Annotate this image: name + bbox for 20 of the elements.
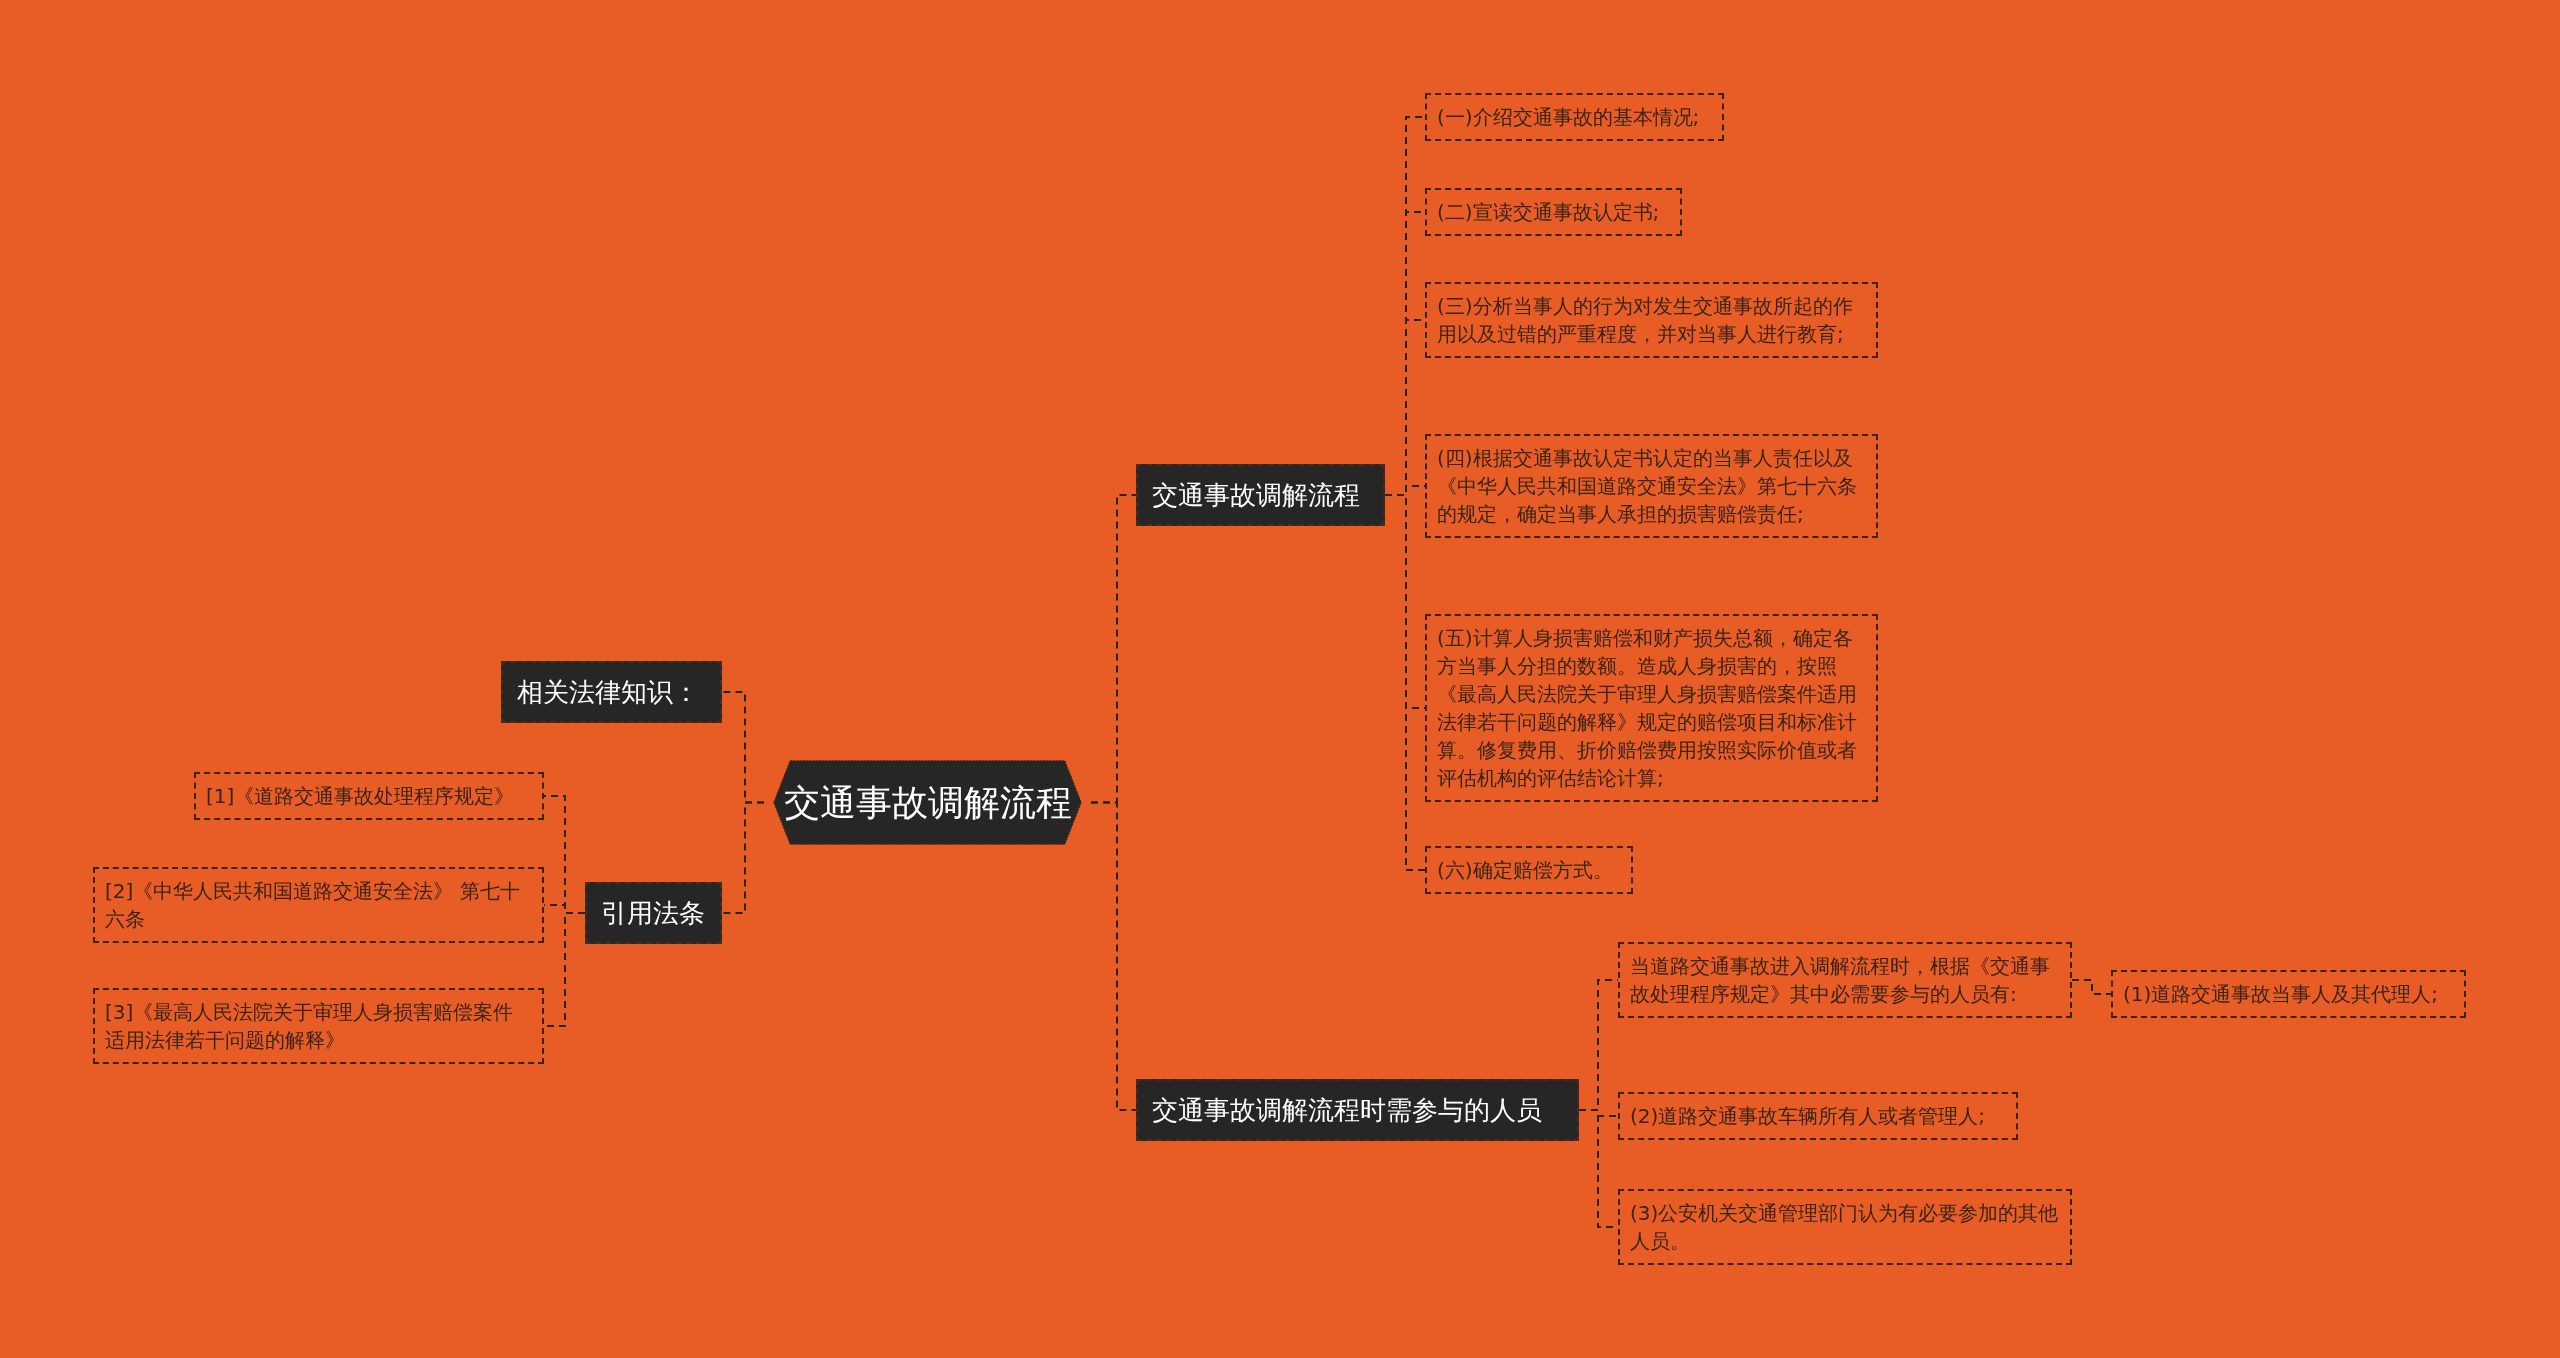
topic-box: 相关法律知识： (501, 661, 722, 723)
connector-line (2071, 979, 2112, 995)
note-box: (一)介绍交通事故的基本情况; (1425, 93, 1724, 141)
note-box: (1)道路交通事故当事人及其代理人; (2111, 970, 2466, 1018)
topic-box: 交通事故调解流程时需参与的人员 (1136, 1079, 1579, 1141)
connector-line (1090, 801, 1137, 1111)
note-box: [2]《中华人民共和国道路交通安全法》 第七十六条 (93, 867, 544, 943)
note-box: (2)道路交通事故车辆所有人或者管理人; (1618, 1092, 2018, 1140)
note-box: (五)计算人身损害赔偿和财产损失总额，确定各方当事人分担的数额。造成人身损害的，按照《最高人民法院关于审理人身损害赔偿案件适用法律若干问题的解释》规定的赔偿项目和标准计算。修复费用、折价赔偿费用按照实际价值或者评估机构的评估结论计算; (1425, 614, 1878, 802)
note-box: [3]《最高人民法院关于审理人身损害赔偿案件适用法律若干问题的解释》 (93, 988, 544, 1064)
topic-box: 引用法条 (585, 882, 722, 944)
note-box: (四)根据交通事故认定书认定的当事人责任以及《中华人民共和国道路交通安全法》第七十六条的规定，确定当事人承担的损害赔偿责任; (1425, 434, 1878, 538)
topic-box: 交通事故调解流程 (1136, 464, 1385, 526)
note-box: (三)分析当事人的行为对发生交通事故所起的作用以及过错的严重程度，并对当事人进行教育; (1425, 282, 1878, 358)
note-box: 当道路交通事故进入调解流程时，根据《交通事故处理程序规定》其中必需要参与的人员有: (1618, 942, 2072, 1018)
note-box: [1]《道路交通事故处理程序规定》 (194, 772, 544, 820)
note-box: (二)宣读交通事故认定书; (1425, 188, 1682, 236)
note-box: (3)公安机关交通管理部门认为有必要参加的其他人员。 (1618, 1189, 2072, 1265)
note-box: (六)确定赔偿方式。 (1425, 846, 1633, 894)
connector-line (721, 801, 765, 914)
